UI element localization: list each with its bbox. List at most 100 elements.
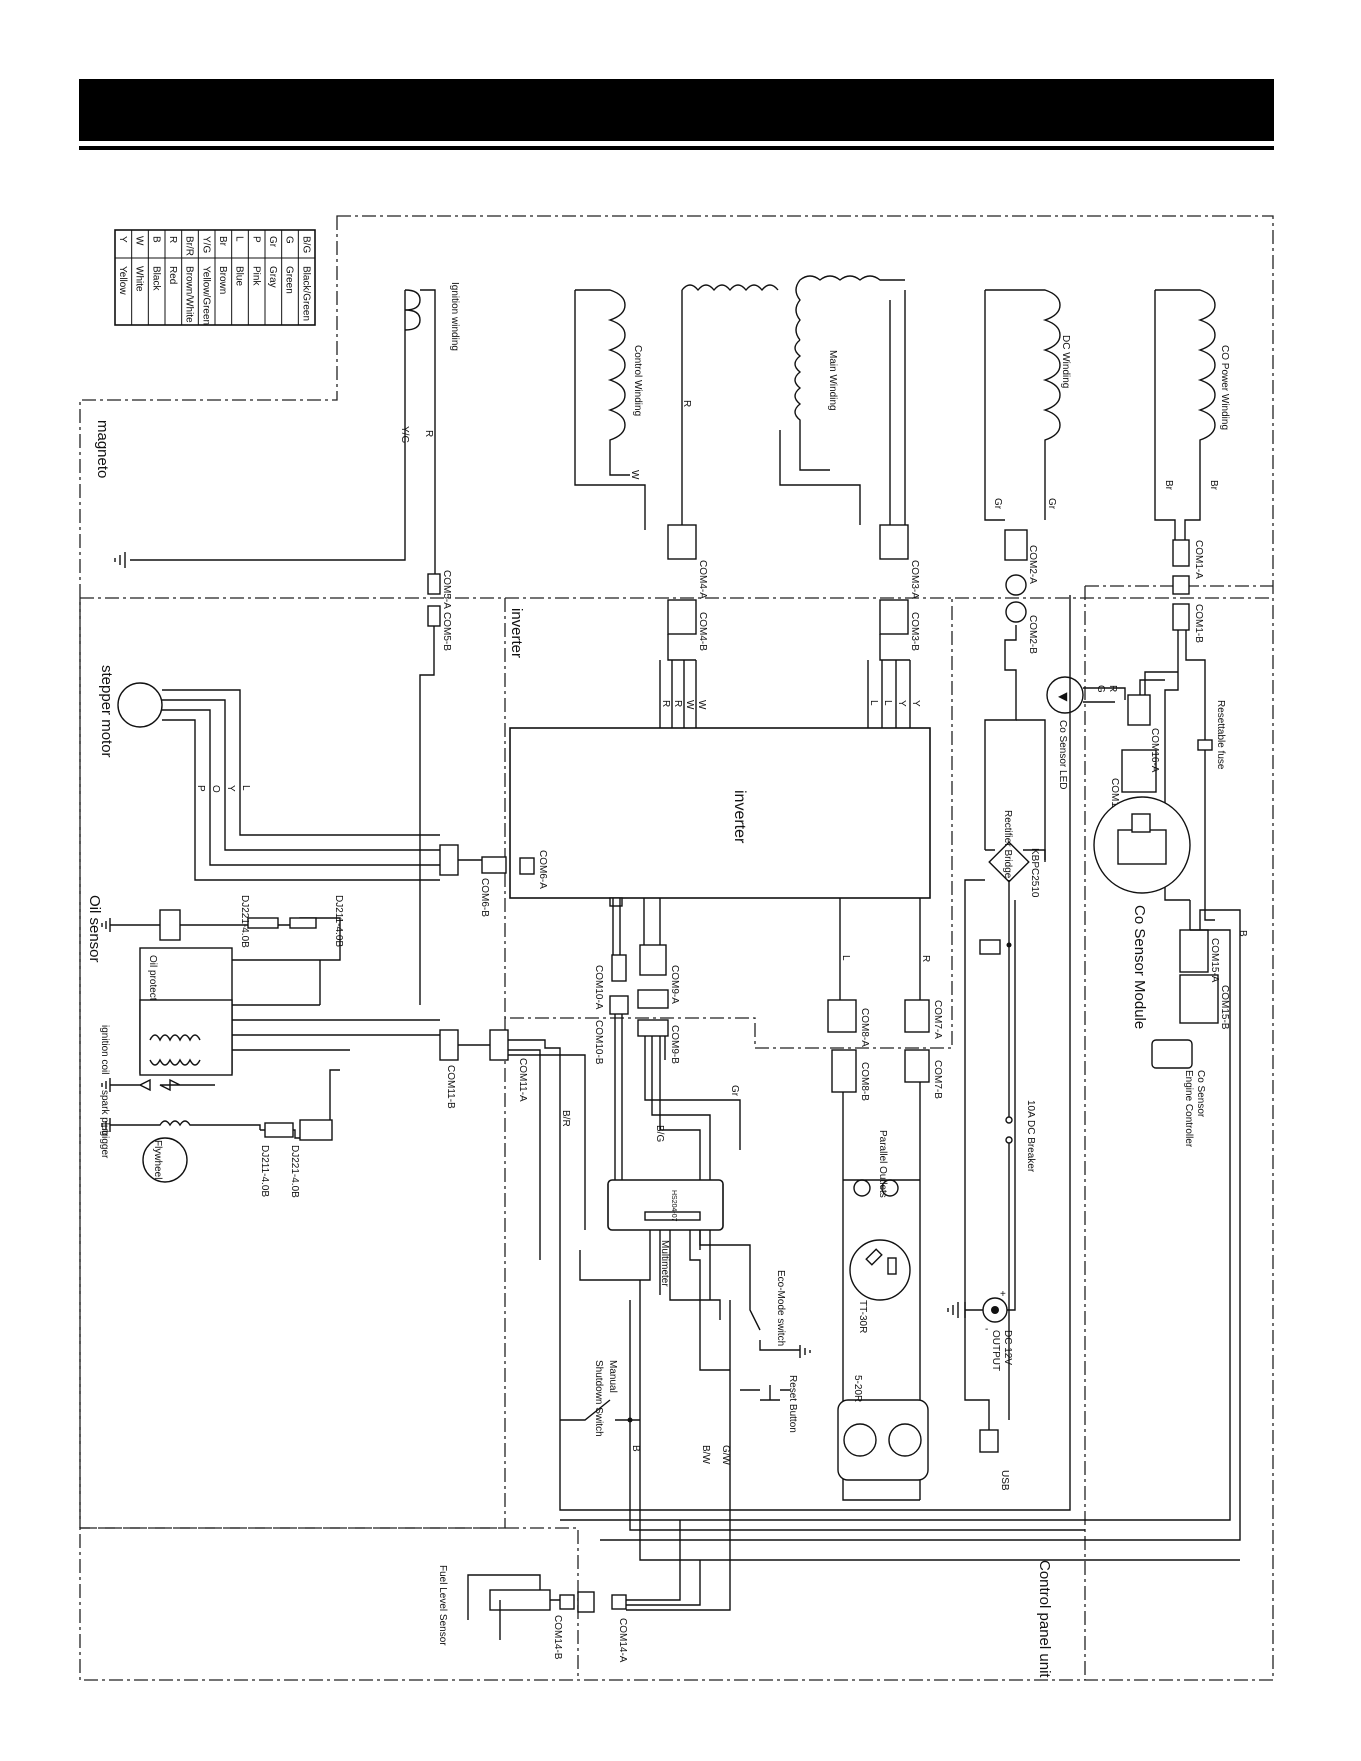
- inv-wire-L2: L: [882, 700, 893, 706]
- com11a-connector: [489, 1029, 509, 1061]
- com7a-label: COM7-A: [932, 1000, 943, 1039]
- dj3-connector: [264, 1122, 294, 1138]
- co-wire-R: R: [1107, 685, 1118, 692]
- com9a-plug: [637, 989, 669, 1009]
- multimeter-part: HS204-07: [670, 1190, 677, 1222]
- oil-sensor-switch: [159, 909, 181, 941]
- com2b-round: [1005, 601, 1027, 623]
- fuse-label: Resettable fuse: [1215, 700, 1226, 770]
- out-wire-R: R: [920, 955, 931, 962]
- co-power-winding-label: CO Power Winding: [1219, 345, 1230, 430]
- legend-code: L: [234, 236, 245, 242]
- com8b-label: COM8-B: [859, 1062, 870, 1101]
- com9a-connector: [639, 944, 667, 976]
- page-header-rule: [79, 146, 1274, 150]
- legend-code: G: [284, 236, 295, 244]
- rectifier-bridge: [988, 841, 1030, 883]
- com6b-connector: [481, 856, 507, 874]
- step-wire-Y: Y: [225, 785, 236, 792]
- com10a-label: COM10-A: [593, 965, 604, 1010]
- com16a-connector: [1127, 694, 1151, 726]
- co-sensor-module-port: [1131, 813, 1151, 833]
- com4a-label: COM4-A: [697, 560, 708, 599]
- rectifier-label: Rectifier Bridge: [1002, 810, 1013, 879]
- co-sensor-led: [1046, 676, 1084, 714]
- com15b-connector: [1179, 974, 1219, 1024]
- multimeter-box: [607, 1179, 724, 1231]
- manual-label-1: Manual: [607, 1360, 618, 1393]
- tt30r-slot-2: [865, 1248, 883, 1266]
- ignition-coil: [139, 999, 233, 1076]
- co-ecu-label-1: Co Sensor: [1195, 1070, 1206, 1118]
- oil-sensor-label: Oil sensor: [86, 895, 103, 963]
- com1b-connector: [1172, 603, 1190, 631]
- com6a-label: COM6-A: [537, 850, 548, 889]
- co-wire-G: G: [1095, 685, 1106, 693]
- control-winding-label: Control Winding: [632, 345, 643, 416]
- legend-code: Br/R: [184, 236, 195, 256]
- ctrl-wire-BG: B/G: [654, 1125, 665, 1142]
- led-symbol: ◀: [1058, 689, 1068, 703]
- legend-name: Yellow: [117, 266, 128, 295]
- com15a-connector: [1179, 929, 1209, 973]
- stepper-connector: [439, 844, 459, 876]
- resettable-fuse: [1197, 739, 1213, 751]
- com11b-connector: [439, 1029, 459, 1061]
- fuel-level-sensor: [489, 1589, 551, 1611]
- ignition-coil-label: ignition coil: [99, 1025, 110, 1074]
- dj3-label: DJ211-4.0B: [259, 1145, 270, 1197]
- stepper-motor-label: stepper motor: [98, 665, 115, 758]
- s20r-receptacle-1: [843, 1423, 877, 1457]
- oil-protector-label: Oil protector: [147, 955, 158, 1010]
- eco-switch-label: Eco-Mode switch: [775, 1270, 786, 1346]
- legend-code: R: [167, 236, 178, 243]
- dj1-label: DJ211-4.0B: [333, 895, 344, 947]
- ctrl-wire-W: W: [629, 470, 640, 480]
- com2a-connector: [1004, 529, 1028, 561]
- com8b-connector: [831, 1049, 857, 1093]
- rectifier-part-label: KBPC2510: [1029, 848, 1040, 898]
- trigger-label: trigger: [99, 1130, 110, 1159]
- com1-mid: [1172, 575, 1190, 595]
- com9a-label: COM9-A: [669, 965, 680, 1004]
- fuel-sensor-label: Fuel Level Sensor: [437, 1565, 448, 1646]
- com1a-connector: [1172, 539, 1190, 567]
- stepper-motor: [117, 682, 163, 728]
- legend-name: Red: [167, 266, 178, 284]
- com16a-label: COM16-A: [1149, 728, 1160, 773]
- legend-code: W: [134, 236, 145, 246]
- ignition-winding: [114, 289, 436, 575]
- com14b-connector: [559, 1594, 575, 1610]
- inverter-region-label: inverter: [508, 608, 525, 658]
- com4b-connector: [667, 599, 697, 635]
- com5a-connector: [427, 573, 441, 595]
- inv-wire-L1: L: [868, 700, 879, 706]
- inverter-box-label: inverter: [731, 790, 748, 844]
- main-winding: [681, 275, 906, 525]
- dc12v-label-1: DC 12V: [1002, 1330, 1013, 1365]
- legend-name: Black/Green: [300, 266, 311, 321]
- ignition-winding-label: Ignition winding: [449, 282, 460, 351]
- com16b-connector: [1121, 749, 1157, 793]
- co-module-label: Co Sensor Module: [1131, 905, 1148, 1029]
- com3a-connector: [879, 524, 909, 560]
- com5a-label: COM5-A: [441, 570, 452, 609]
- com10b-connector: [609, 995, 629, 1015]
- inverter-pin-block: [609, 897, 623, 907]
- tt30r-outlet: [849, 1239, 911, 1301]
- com5b-label: COM5-B: [441, 612, 452, 651]
- legend-rows: B/GBlack/GreenGGreenGrGrayPPinkLBlueBrBr…: [117, 230, 311, 325]
- legend-name: Yellow/Green: [200, 266, 211, 325]
- tt30r-slot-1: [887, 1257, 897, 1275]
- dj2-label: DJ221-4.0B: [239, 895, 250, 948]
- com14b-label: COM14-B: [552, 1615, 563, 1660]
- breaker-label: 10A DC Breaker: [1025, 1100, 1036, 1173]
- dc-winding-label: DC Winding: [1060, 335, 1071, 388]
- legend-code: P: [250, 236, 261, 243]
- ctrl-wire-BR: B/R: [560, 1110, 571, 1127]
- manual-label-2: Shutdown Switch: [593, 1360, 604, 1437]
- dj4-label: DJ221-4.0B: [289, 1145, 300, 1198]
- com6a-connector: [519, 857, 535, 875]
- co-ecu-label-2: Engine Controller: [1183, 1070, 1194, 1148]
- co-engine-controller: [1151, 1039, 1193, 1069]
